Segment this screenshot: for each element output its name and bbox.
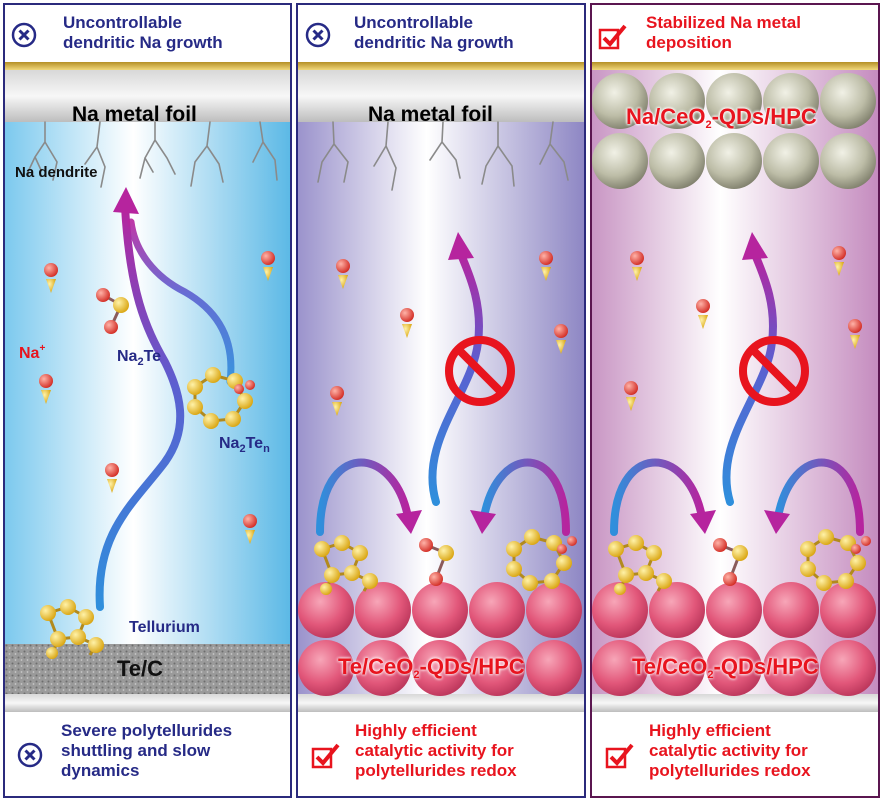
status-cross-icon [305,22,331,48]
na-ion [103,462,121,494]
na2ten-label: Na2Ten [219,435,270,455]
tellurium-cluster-icon [312,535,384,595]
checkbox-icon [311,741,341,769]
na-ion [694,298,712,330]
redox-arc-right [480,458,570,536]
na-ion [552,323,570,355]
na-ion [42,262,60,294]
anode-label: Na/CeO2-QDs/HPC [626,104,817,131]
redox-arc-left [610,458,706,536]
na-ion [830,245,848,277]
blocked-arrow [722,248,777,506]
redox-arc-left [316,458,412,536]
na-dendrite [317,121,569,191]
blocked-arrow [428,248,483,506]
na-dendrite [26,121,278,188]
na-ion [622,380,640,412]
tellurium-cluster-icon [606,535,678,595]
prohibited-icon [442,333,518,409]
status-cross-icon [17,742,43,768]
na2te-molecule-icon [710,535,754,589]
ceo2-qds-hpc-layer [592,580,878,698]
na-ion [334,258,352,290]
tellurium-label: Tellurium [129,619,200,636]
cathode-label: Te/C [117,656,164,681]
na-ion [628,250,646,282]
na-ion [37,373,55,405]
dendrite-label: Na dendrite [15,164,98,181]
anode-label: Na metal foil [72,103,197,126]
curved-arrow [127,218,235,386]
status-cross-icon [11,22,37,48]
na-ion [328,385,346,417]
redox-arc-right [774,458,864,536]
prohibited-icon [736,333,812,409]
na2te-molecule-icon [93,287,133,337]
tellurium-cluster-icon [38,599,110,659]
na-ion [846,318,864,350]
na-ion [398,307,416,339]
na2te-molecule-icon [416,535,460,589]
na-ion [259,250,277,282]
cathode-label: Te/CeO2-QDs/HPC [338,654,525,681]
na-ion [537,250,555,282]
polytelluride-ring-icon [796,527,874,593]
polytelluride-ring-icon [183,367,263,431]
na-ion [241,513,259,545]
na2te-label: Na2Te [117,348,162,368]
polytelluride-ring-icon [502,527,580,593]
migration-arrow [95,203,185,611]
ceo2-qds-hpc-layer [298,580,584,698]
na-ion-label: Na+ [19,343,46,362]
cathode-label: Te/CeO2-QDs/HPC [632,654,819,681]
checkbox-icon [598,22,628,50]
anode-label: Na metal foil [368,103,493,126]
checkbox-icon [605,741,635,769]
na-ceo2-qds-hpc-layer [592,71,878,193]
